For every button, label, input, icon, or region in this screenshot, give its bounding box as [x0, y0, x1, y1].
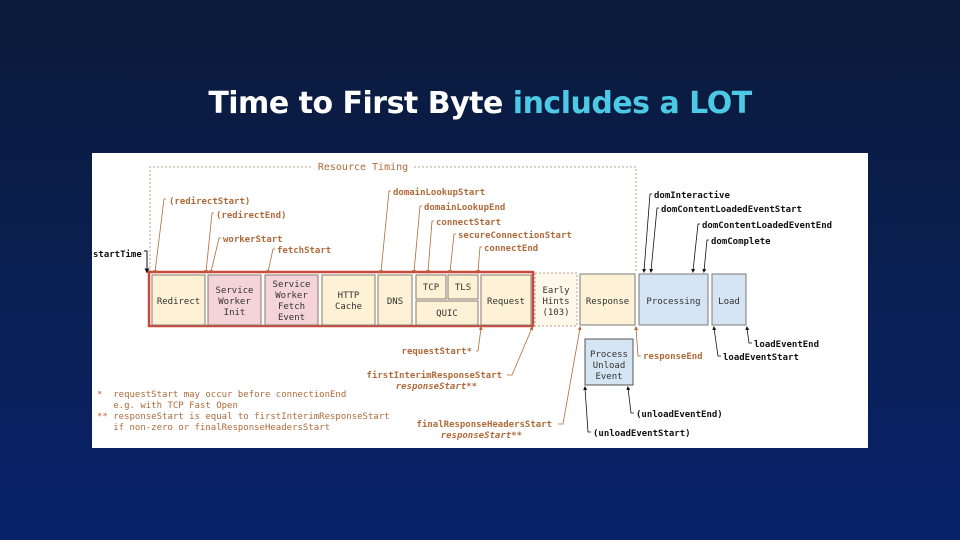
svg-text:Fetch: Fetch — [278, 302, 305, 312]
svg-text:Processing: Processing — [646, 297, 700, 307]
footnote-2: ** responseStart is equal to firstInteri… — [97, 412, 390, 422]
svg-text:workerStart: workerStart — [223, 235, 283, 245]
phase-http-cache: HTTP Cache — [321, 274, 376, 326]
top-marker-secure-connection-start: secureConnectionStart — [448, 230, 572, 274]
svg-text:fetchStart: fetchStart — [277, 246, 331, 256]
phase-load: Load — [711, 273, 747, 326]
top-marker-fetch-start: fetchStart — [266, 246, 331, 274]
svg-text:loadEventEnd: loadEventEnd — [754, 340, 819, 350]
svg-text:(redirectEnd): (redirectEnd) — [216, 210, 286, 221]
svg-text:Request: Request — [487, 297, 525, 307]
svg-text:Init: Init — [224, 308, 246, 318]
top-marker-redirect-end: (redirectEnd) — [204, 210, 286, 274]
resource-timing-diagram: Resource Timing startTime Redirect Servi… — [92, 153, 868, 448]
start-time-arrow — [144, 250, 150, 274]
title-accent: includes a LOT — [512, 86, 752, 121]
phase-process-unload-event: Process Unload Event — [584, 338, 634, 386]
top-marker-connect-end: connectEnd — [476, 244, 538, 274]
timing-diagram-svg: Resource Timing startTime Redirect Servi… — [93, 162, 832, 441]
svg-text:domComplete: domComplete — [711, 237, 771, 247]
top-marker-connect-start: connectStart — [426, 218, 501, 274]
svg-text:(unloadEventEnd): (unloadEventEnd) — [636, 410, 723, 420]
svg-text:Service: Service — [273, 280, 311, 290]
top-marker-domain-lookup-start: domainLookupStart — [379, 187, 485, 274]
svg-text:Hints: Hints — [542, 297, 569, 307]
svg-text:Load: Load — [718, 297, 740, 307]
phase-redirect: Redirect — [151, 274, 206, 326]
svg-text:(unloadEventStart): (unloadEventStart) — [593, 429, 691, 439]
footnote-1: * requestStart may occur before connecti… — [97, 390, 346, 400]
phase-response: Response — [579, 273, 636, 326]
phase-early-hints: Early Hints (103) — [534, 272, 578, 327]
svg-text:domainLookupStart: domainLookupStart — [393, 187, 485, 198]
svg-text:(redirectStart): (redirectStart) — [169, 196, 250, 207]
svg-text:Worker: Worker — [275, 291, 308, 301]
title-main: Time to First Byte — [208, 86, 503, 121]
phase-quic: QUIC — [415, 300, 479, 326]
svg-text:HTTP: HTTP — [338, 291, 360, 301]
top-marker-dom-complete: domComplete — [702, 237, 771, 273]
svg-text:Unload: Unload — [593, 361, 626, 371]
svg-text:Worker: Worker — [218, 297, 251, 307]
bottom-marker-unload-event-end: (unloadEventEnd) — [626, 386, 723, 420]
svg-text:Service: Service — [216, 286, 254, 296]
svg-text:domContentLoadedEventEnd: domContentLoadedEventEnd — [702, 221, 832, 231]
svg-text:Redirect: Redirect — [157, 297, 200, 307]
svg-text:QUIC: QUIC — [436, 309, 458, 319]
top-marker-dom-interactive: domInteractive — [642, 190, 730, 273]
top-marker-worker-start: workerStart — [209, 235, 283, 274]
svg-text:secureConnectionStart: secureConnectionStart — [458, 230, 572, 241]
phase-service-worker-init: Service Worker Init — [207, 274, 262, 326]
svg-text:Event: Event — [278, 313, 305, 323]
phase-service-worker-fetch-event: Service Worker Fetch Event — [264, 274, 319, 326]
svg-text:firstInterimResponseStart: firstInterimResponseStart — [367, 370, 502, 381]
footnotes: * requestStart may occur before connecti… — [97, 390, 390, 433]
bottom-marker-request-start: requestStart* — [402, 326, 483, 357]
top-marker-domain-lookup-end: domainLookupEnd — [412, 202, 505, 274]
svg-text:connectStart: connectStart — [436, 218, 501, 228]
bottom-marker-final-response-headers-start: finalResponseHeadersStart responseStart*… — [417, 326, 582, 441]
svg-text:domainLookupEnd: domainLookupEnd — [424, 202, 505, 213]
svg-text:loadEventStart: loadEventStart — [723, 353, 799, 363]
bottom-marker-load-event-start: loadEventStart — [712, 326, 799, 363]
svg-text:TLS: TLS — [455, 283, 471, 293]
svg-text:Process: Process — [590, 350, 628, 360]
svg-text:responseStart**: responseStart** — [396, 382, 477, 392]
footnote-1b: e.g. with TCP Fast Open — [97, 401, 238, 411]
phase-tls: TLS — [447, 274, 479, 300]
top-marker-dom-content-loaded-start: domContentLoadedEventStart — [649, 205, 802, 273]
svg-text:Early: Early — [542, 286, 570, 296]
ttfb-outline — [147, 270, 535, 328]
phase-tcp: TCP — [415, 274, 447, 300]
top-marker-redirect-start: (redirectStart) — [153, 196, 250, 274]
phase-processing: Processing — [638, 273, 709, 326]
bottom-marker-load-event-end: loadEventEnd — [745, 326, 819, 350]
svg-text:domContentLoadedEventStart: domContentLoadedEventStart — [661, 205, 802, 215]
svg-text:responseStart**: responseStart** — [441, 431, 522, 441]
svg-text:DNS: DNS — [387, 297, 403, 307]
footnote-2b: if non-zero or finalResponseHeadersStart — [97, 423, 330, 433]
bottom-marker-first-interim-response-start: firstInterimResponseStart responseStart*… — [367, 326, 534, 392]
svg-text:(103): (103) — [542, 308, 569, 318]
bottom-marker-response-end: responseEnd — [634, 326, 703, 362]
svg-text:responseEnd: responseEnd — [643, 352, 703, 362]
svg-text:Response: Response — [586, 297, 629, 307]
phase-request: Request — [480, 274, 532, 326]
bottom-marker-unload-event-start: (unloadEventStart) — [583, 386, 691, 439]
resource-timing-bracket: Resource Timing — [149, 162, 637, 272]
svg-text:requestStart*: requestStart* — [402, 347, 472, 357]
start-time-label: startTime — [93, 249, 142, 260]
svg-text:connectEnd: connectEnd — [484, 244, 538, 254]
svg-text:Event: Event — [595, 372, 622, 382]
svg-text:Cache: Cache — [335, 302, 362, 312]
svg-text:domInteractive: domInteractive — [654, 190, 730, 201]
page-title: Time to First Byte includes a LOT — [0, 86, 960, 121]
resource-timing-label: Resource Timing — [318, 162, 408, 173]
phase-dns: DNS — [377, 274, 413, 326]
svg-text:finalResponseHeadersStart: finalResponseHeadersStart — [417, 419, 552, 430]
top-marker-dom-content-loaded-end: domContentLoadedEventEnd — [691, 221, 832, 273]
svg-text:TCP: TCP — [423, 283, 440, 293]
